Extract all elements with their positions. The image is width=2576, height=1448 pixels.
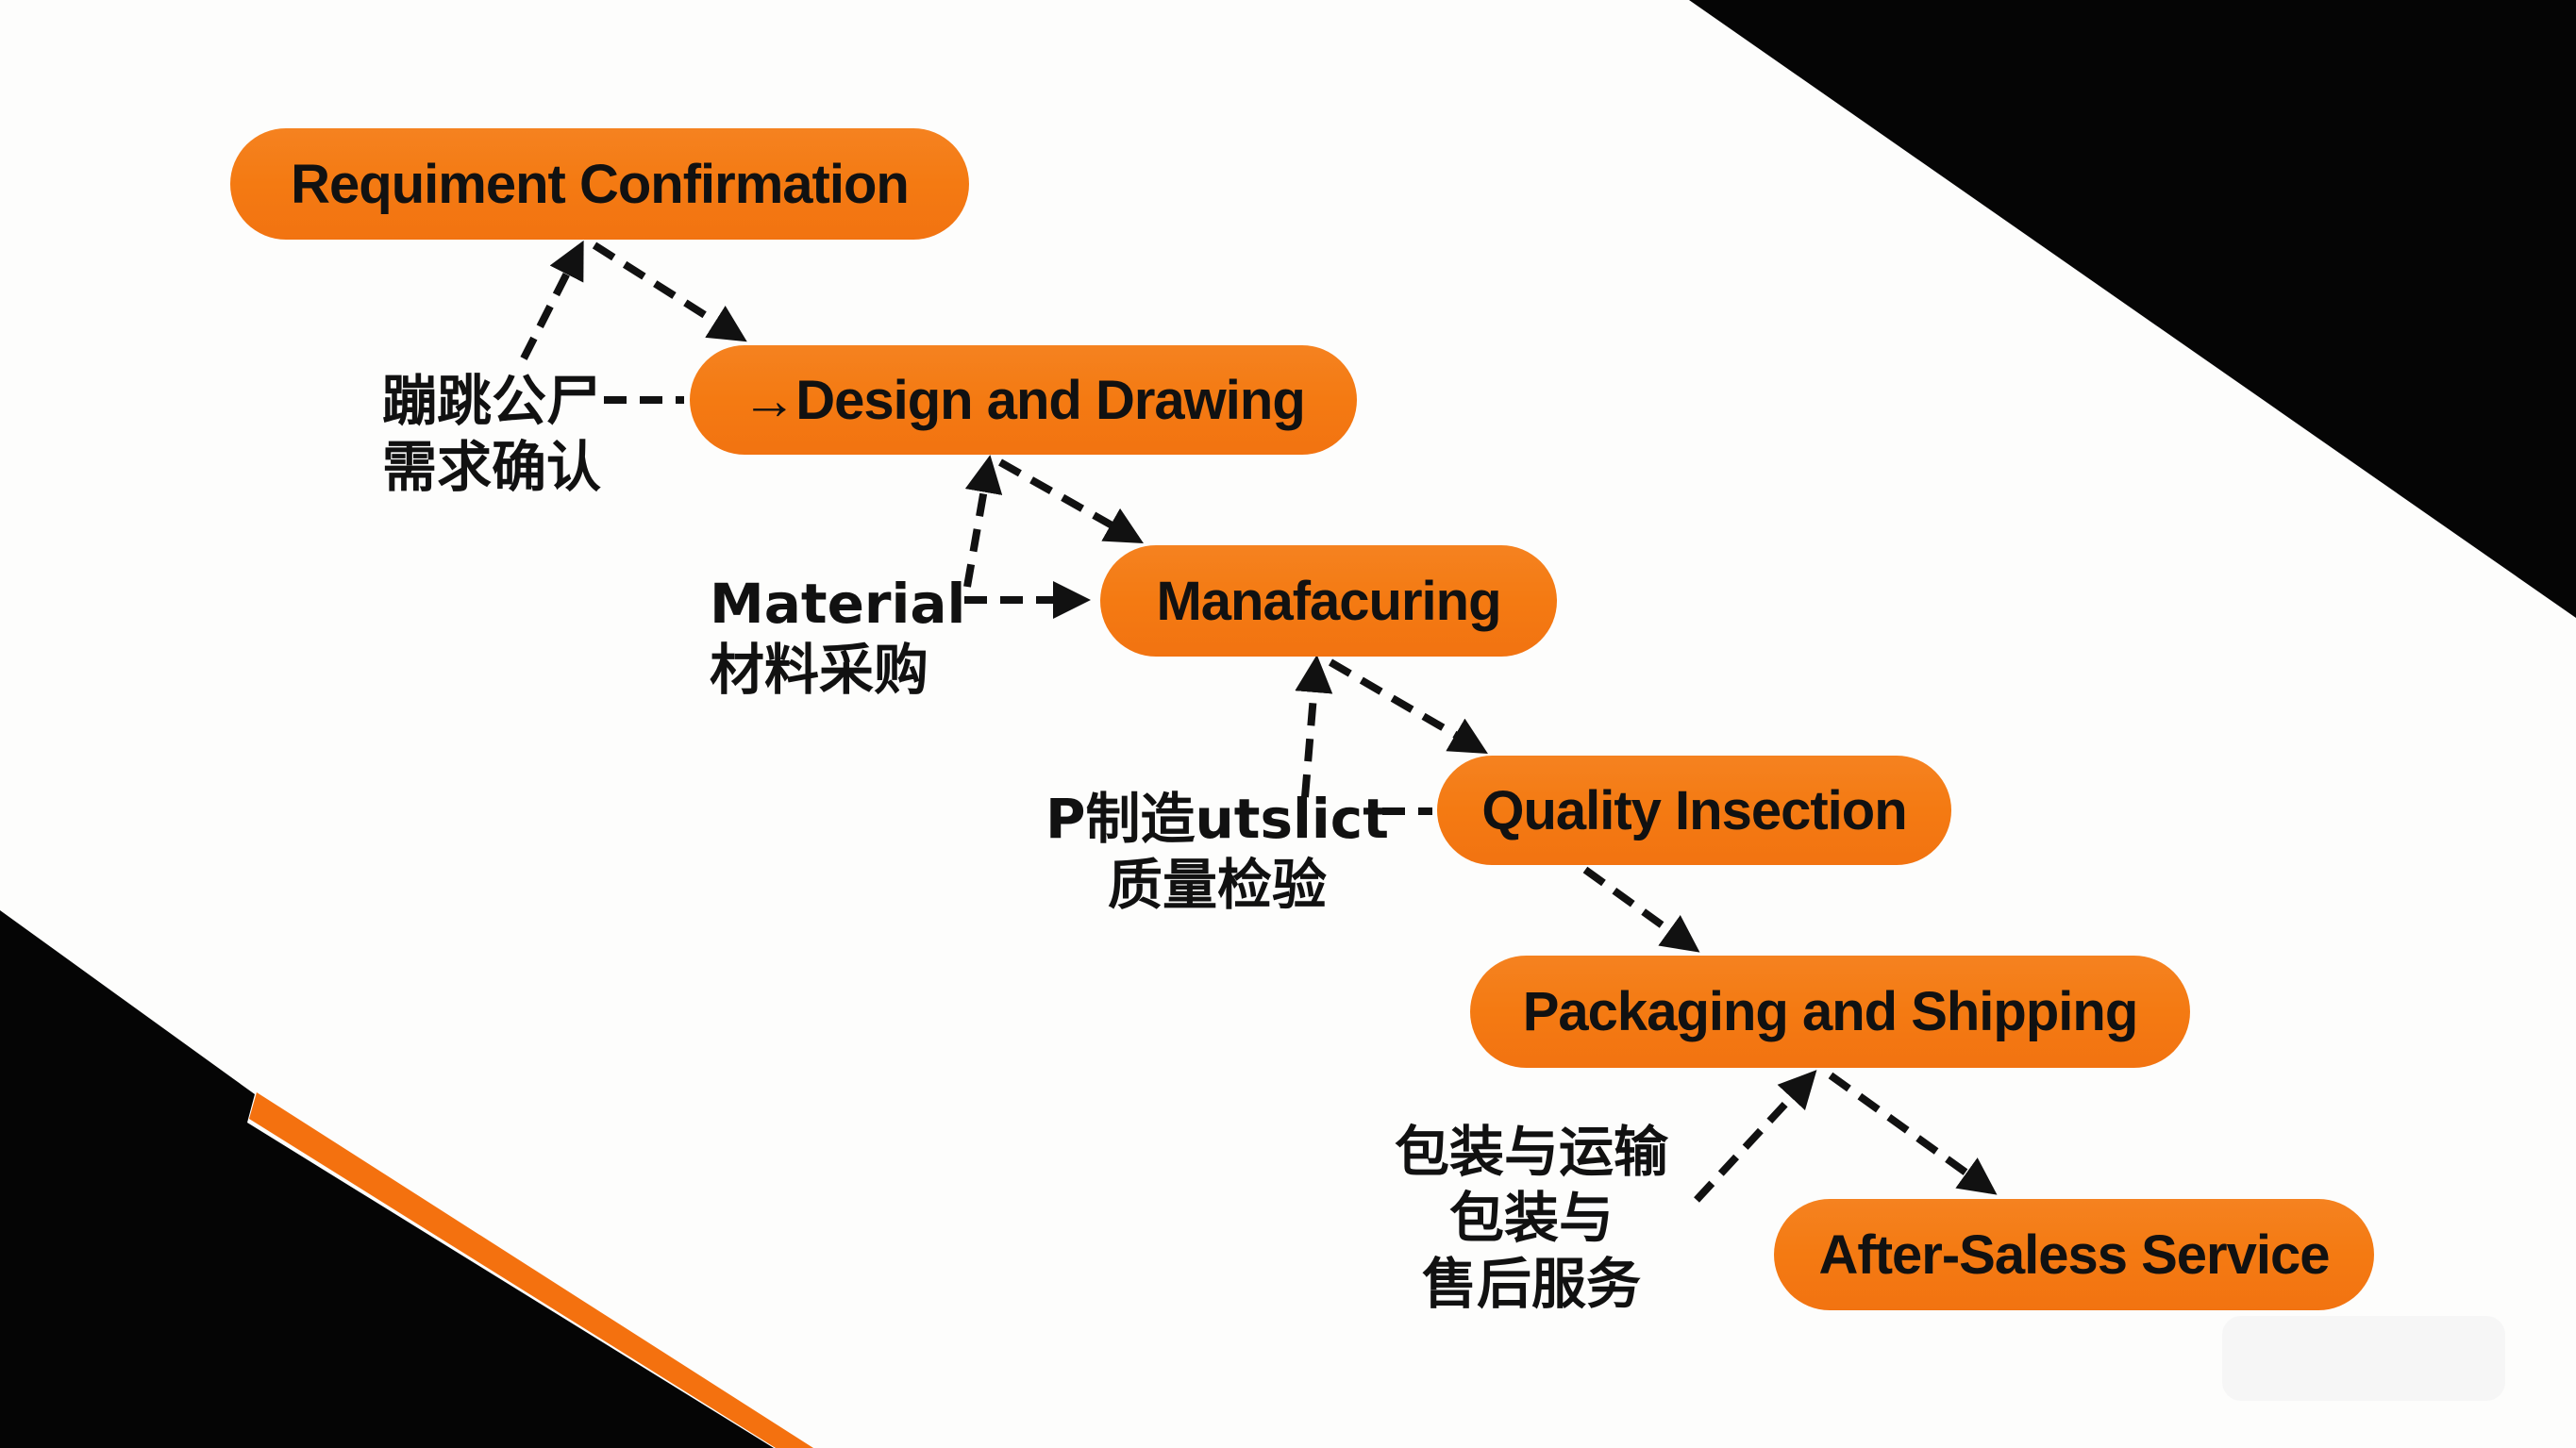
step-label: Quality Insection [1481, 779, 1907, 841]
side-label-line: 质量检验 [1107, 853, 1327, 917]
step-requirement-confirmation: Requiment Confirmation [230, 128, 969, 240]
step-after-sales-service: After-Saless Service [1774, 1199, 2374, 1310]
side-label-line: 包装与运输 [1395, 1120, 1669, 1184]
step-packaging-and-shipping: Packaging and Shipping [1470, 956, 2190, 1068]
step-quality-inspection: Quality Insection [1437, 756, 1951, 865]
side-label-material: Material 材料采购 [710, 571, 965, 703]
side-label-line: 需求确认 [382, 435, 602, 499]
step-manufacturing: Manafacuring [1100, 545, 1557, 657]
side-label-line: 包装与 [1449, 1186, 1614, 1250]
bottom-left-orange-stripe [249, 1092, 813, 1448]
step-label: Requiment Confirmation [291, 153, 910, 215]
step-label: →Design and Drawing [742, 369, 1306, 431]
side-label-line: P制造utslict [1045, 787, 1389, 851]
step-label: Manafacuring [1156, 570, 1501, 632]
watermark [2222, 1316, 2505, 1401]
step-label: Packaging and Shipping [1522, 981, 2139, 1042]
top-right-black-triangle [1689, 0, 2576, 618]
step-design-and-drawing: →Design and Drawing [690, 345, 1357, 455]
side-label-customer-requirement: 蹦跳公尸 需求确认 [382, 368, 601, 500]
side-label-line: Material [710, 572, 966, 636]
side-label-packaging-service: 包装与运输 包装与 售后服务 [1395, 1119, 1668, 1317]
step-label: After-Saless Service [1818, 1223, 2331, 1286]
side-label-line: 蹦跳公尸 [382, 369, 602, 433]
side-label-quality-check: P制造utslict 质量检验 [1045, 786, 1389, 918]
side-label-line: 售后服务 [1422, 1252, 1642, 1316]
side-label-line: 材料采购 [710, 638, 929, 702]
bottom-left-black-shape [0, 910, 774, 1448]
